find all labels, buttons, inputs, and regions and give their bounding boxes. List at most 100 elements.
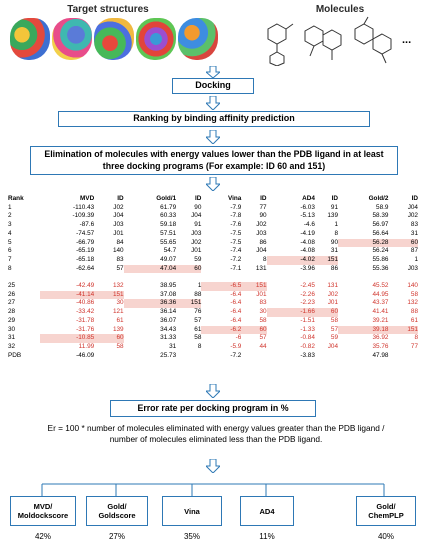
table-cell: 31.33: [160, 334, 177, 342]
table-cell: -7.2: [230, 255, 242, 263]
docking-step: Docking: [172, 78, 254, 94]
table-cell: 41.41: [372, 308, 389, 316]
table-cell: -41.14: [39, 290, 95, 300]
arrow-down-icon: [206, 66, 220, 78]
program-mvd: MVD/ Moldockscore: [10, 496, 76, 526]
protein-structure-5: [178, 18, 218, 60]
table-cell: 2: [8, 212, 12, 220]
table-cell: 38.95: [160, 282, 177, 290]
table-cell: 59: [330, 334, 339, 342]
table-cell: 44: [259, 342, 267, 350]
table-cell: 83: [259, 299, 267, 307]
table-cell: J02: [327, 290, 339, 298]
table-cell: 76: [194, 308, 202, 316]
table-cell: -2.23: [300, 299, 315, 307]
table-cell: 140: [407, 282, 418, 290]
table-cell: -110.43: [72, 203, 95, 211]
table-cell: 36.92: [372, 334, 389, 342]
col-id-header: ID: [117, 195, 124, 202]
table-cell: 61.79: [160, 203, 177, 211]
table-cell: -40.86: [76, 299, 95, 307]
table-cell: 1: [334, 221, 339, 229]
table-cell: 151: [314, 255, 339, 265]
table-cell: J04: [327, 342, 339, 350]
program-vina-label: Vina: [184, 506, 200, 516]
ranking-table: Rank MVD ID Gold/1 ID Vina ID AD4 ID Gol…: [8, 195, 418, 360]
program-bracket: [41, 483, 385, 496]
table-cell: 88: [410, 308, 418, 316]
table-cell: 121: [112, 308, 124, 316]
table-cell: 77: [259, 203, 267, 211]
table-cell: J04: [407, 203, 418, 211]
error-rate-formula: Er = 100 * number of molecules eliminate…: [47, 423, 385, 444]
table-cell: 90: [194, 203, 202, 211]
table-cell: -0.82: [300, 342, 315, 350]
table-cell: 151: [241, 282, 267, 291]
table-cell: PDB: [8, 351, 22, 359]
table-cell: 56.64: [372, 229, 389, 237]
table-cell: 151: [176, 299, 202, 309]
program-ad4-label: AD4: [259, 506, 275, 516]
table-cell: 8: [8, 264, 12, 272]
table-cell: -42.49: [76, 282, 95, 290]
program-vina: Vina: [162, 496, 222, 526]
table-cell: -7.9: [230, 203, 242, 211]
molecule-sketch-1: [267, 23, 294, 66]
table-cell: 30: [116, 299, 124, 307]
table-cell: [94, 352, 123, 361]
col-gold2-header: Gold/2: [368, 195, 389, 202]
col-id-header: ID: [194, 195, 202, 202]
table-cell: 139: [327, 212, 339, 220]
table-cell: [315, 352, 338, 361]
table-cell: 36.14: [160, 308, 177, 316]
table-cell: -1.51: [300, 316, 315, 324]
table-cell: 60: [241, 325, 267, 335]
table-cell: 86: [259, 238, 267, 246]
table-cell: 84: [116, 238, 124, 246]
arrow-down-icon: [206, 459, 220, 473]
table-cell: 49.07: [160, 255, 177, 263]
table-cell: -2.26: [300, 290, 315, 298]
table-cell: -4.08: [300, 238, 315, 246]
table-cell: -5.9: [230, 342, 242, 350]
table-cell: J03: [256, 229, 267, 237]
table-cell: 77: [410, 342, 418, 350]
table-cell: 61: [410, 316, 418, 324]
table-cell: -7.5: [230, 229, 242, 237]
table-cell: -4.6: [303, 221, 315, 229]
table-cell: 11.99: [78, 342, 95, 350]
table-cell: 139: [112, 325, 124, 333]
table-cell: 39.21: [372, 316, 389, 324]
table-cell: 58.39: [372, 212, 389, 220]
table-cell: 60: [94, 334, 124, 343]
table-cell: 34.43: [160, 325, 177, 333]
program-gold-goldscore: Gold/ Goldscore: [86, 496, 148, 526]
table-cell: 32: [8, 342, 16, 350]
table-cell: -6.4: [230, 290, 242, 298]
table-cell: 54.7: [163, 247, 177, 255]
table-cell: -7.1: [230, 264, 242, 272]
table-cell: J04: [256, 247, 267, 255]
table-cell: J03: [113, 221, 124, 229]
arrow-down-icon: [206, 96, 220, 110]
pct-gold-goldscore: 27%: [108, 532, 125, 541]
table-cell: -66.79: [76, 238, 95, 246]
molecule-sketch-3: [354, 16, 392, 64]
table-cell: 61: [194, 325, 202, 333]
table-cell: -10.85: [39, 334, 95, 343]
table-cell: -62.64: [76, 264, 95, 272]
table-cell: 91: [194, 221, 202, 229]
col-vina-header: Vina: [227, 195, 242, 202]
table-cell: J04: [191, 212, 202, 220]
table-cell: 57: [116, 264, 124, 272]
table-cell: 30: [8, 325, 16, 333]
arrow-down-icon: [206, 130, 220, 144]
table-cell: -4.19: [300, 229, 315, 237]
table-cell: -3.96: [300, 264, 315, 272]
table-cell: 131: [255, 264, 267, 272]
